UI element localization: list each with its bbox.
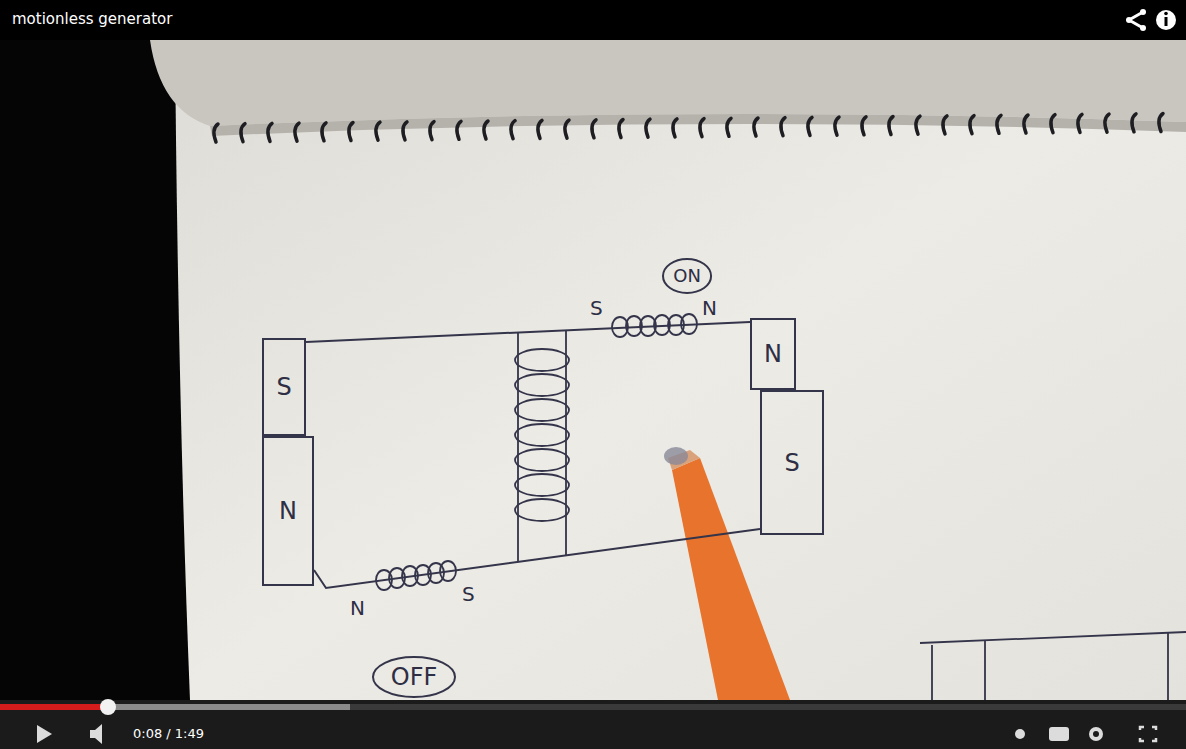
magnet-pole: N (750, 318, 796, 390)
node-text: S (784, 451, 799, 475)
spiral-loop (619, 120, 623, 138)
coil-pole-label: S (462, 584, 475, 604)
video-title: motionless generator (12, 12, 172, 27)
node-text: N (279, 499, 297, 523)
spiral-loop (997, 115, 1001, 133)
magnet-pole: S (262, 338, 306, 436)
progress-played (0, 704, 108, 710)
notebook-page (175, 40, 1186, 700)
spiral-loop (835, 117, 839, 135)
center-core-coil (515, 331, 569, 562)
core-wire (314, 529, 760, 588)
progress-track (0, 704, 1186, 710)
spiral-loop (1024, 115, 1028, 133)
spiral-loop (1078, 114, 1082, 132)
spiral-loop (376, 122, 380, 140)
dark-surround (0, 40, 1186, 700)
spiral-loop (538, 120, 542, 138)
spiral-loop (1132, 114, 1136, 132)
spiral-loop (943, 116, 947, 134)
page-curl-edge (210, 114, 1186, 136)
spiral-loop (970, 116, 974, 134)
spiral-loop (700, 119, 704, 137)
spiral-loop (457, 121, 461, 139)
spiral-loop (565, 120, 569, 138)
off-indicator: OFF (372, 656, 456, 698)
spiral-loop (1159, 114, 1163, 132)
spiral-loop (754, 118, 758, 136)
pencil (664, 447, 790, 700)
coil-pole-label: N (350, 598, 365, 618)
spiral-loop (916, 116, 920, 134)
circle-outline-path (663, 259, 711, 293)
coil-pole-label: N (702, 298, 717, 318)
circle-outline-path (373, 657, 455, 697)
spiral-loop (781, 118, 785, 136)
node-text: N (764, 342, 782, 366)
title-bar-icons (1126, 9, 1176, 31)
spiral-loop (268, 123, 272, 141)
page-curl (150, 40, 1186, 126)
spiral-loop (214, 124, 218, 142)
player-controls (37, 724, 1156, 744)
spiral-loop (322, 123, 326, 141)
magnet-pole: S (760, 390, 824, 535)
spiral-loop (1051, 115, 1055, 133)
title-bar (0, 0, 1186, 40)
node-text: ON (673, 267, 701, 285)
spiral-loop (430, 122, 434, 140)
on-indicator: ON (662, 258, 712, 294)
coil-pole-label: S (590, 298, 603, 318)
spiral-binding (214, 114, 1163, 143)
spiral-loop (592, 120, 596, 138)
core-wire (306, 322, 750, 342)
player-bar (0, 700, 1186, 749)
progress-buffered (0, 704, 350, 710)
node-text: OFF (391, 665, 438, 689)
spiral-loop (646, 119, 650, 137)
spiral-loop (295, 123, 299, 141)
partial-diagram (920, 632, 1186, 700)
spiral-loop (727, 118, 731, 136)
time-display: 0:08 / 1:49 (133, 727, 204, 740)
spiral-loop (1105, 114, 1109, 132)
progress-scrubber (100, 699, 116, 715)
spiral-loop (241, 124, 245, 142)
spiral-loop (403, 122, 407, 140)
magnet-pole: N (262, 436, 314, 586)
spiral-loop (862, 117, 866, 135)
spiral-loop (673, 119, 677, 137)
node-text: S (276, 375, 291, 399)
spiral-loop (484, 121, 488, 139)
spiral-loop (808, 117, 812, 135)
spiral-loop (889, 117, 893, 135)
spiral-loop (511, 121, 515, 139)
spiral-loop (349, 123, 353, 141)
